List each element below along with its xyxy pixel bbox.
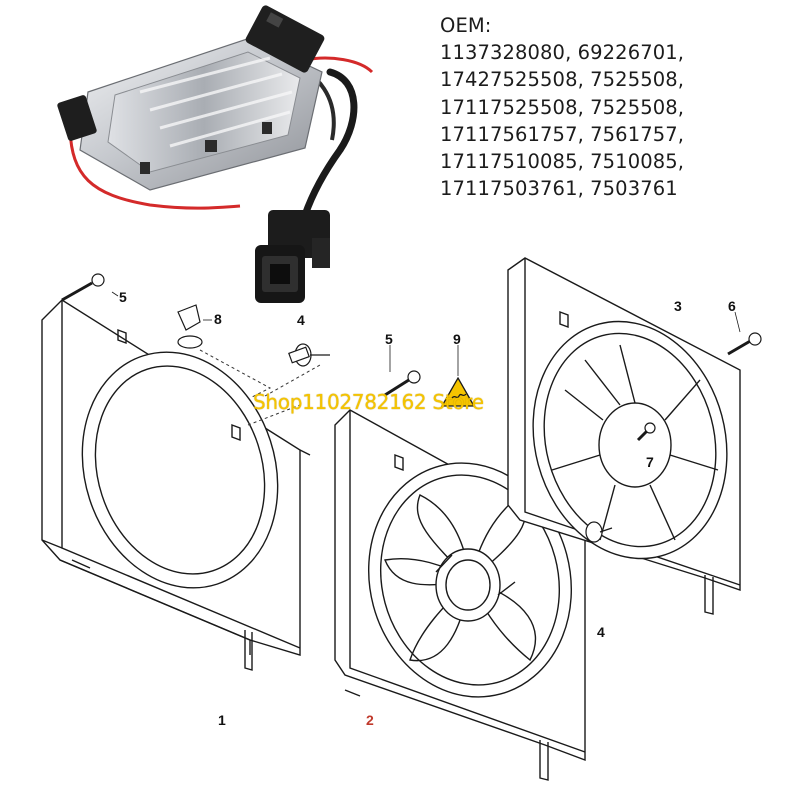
part-label-4-fan: 4 <box>597 624 605 640</box>
fan-assembly-part-2 <box>334 409 586 781</box>
part-label-6: 6 <box>728 298 736 314</box>
store-watermark: Shop1102782162 Store <box>253 390 484 414</box>
clip-part-mid <box>288 343 330 367</box>
dashed-leader <box>199 349 321 426</box>
oem-line: 17117525508, 7525508, <box>440 95 685 119</box>
part-label-2: 2 <box>366 712 374 728</box>
part-label-7: 7 <box>646 454 654 470</box>
fan-part-3 <box>507 257 741 615</box>
fan-shroud-part-1 <box>41 299 311 671</box>
wire-plug <box>255 210 330 303</box>
oem-line: 17117510085, 7510085, <box>440 150 685 174</box>
oem-number-list: OEM: 1137328080, 69226701, 17427525508, … <box>440 12 790 202</box>
part-label-9: 9 <box>453 331 461 347</box>
screw-part-5-mid <box>384 345 421 397</box>
part-label-4-module: 4 <box>297 312 305 328</box>
black-cable <box>301 68 358 219</box>
oem-line: 17117503761, 7503761 <box>440 177 678 201</box>
oem-line: 17427525508, 7525508, <box>440 68 685 92</box>
screw-part-5-left <box>61 273 119 302</box>
red-wire <box>68 129 241 210</box>
clip-part-8 <box>177 304 212 349</box>
fan-control-module <box>57 5 374 303</box>
hot-surface-warning-icon <box>440 345 476 407</box>
part-label-5-left: 5 <box>119 289 127 305</box>
screw-part-6 <box>727 311 762 356</box>
part-label-3: 3 <box>674 298 682 314</box>
oem-heading: OEM: <box>440 14 492 37</box>
clip-part-right <box>585 521 613 543</box>
oem-line: 17117561757, 7561757, <box>440 122 685 146</box>
part-label-1: 1 <box>218 712 226 728</box>
screw-part-7 <box>636 422 656 442</box>
part-label-8: 8 <box>214 311 222 327</box>
part-label-5-mid: 5 <box>385 331 393 347</box>
oem-line: 1137328080, 69226701, <box>440 41 685 65</box>
